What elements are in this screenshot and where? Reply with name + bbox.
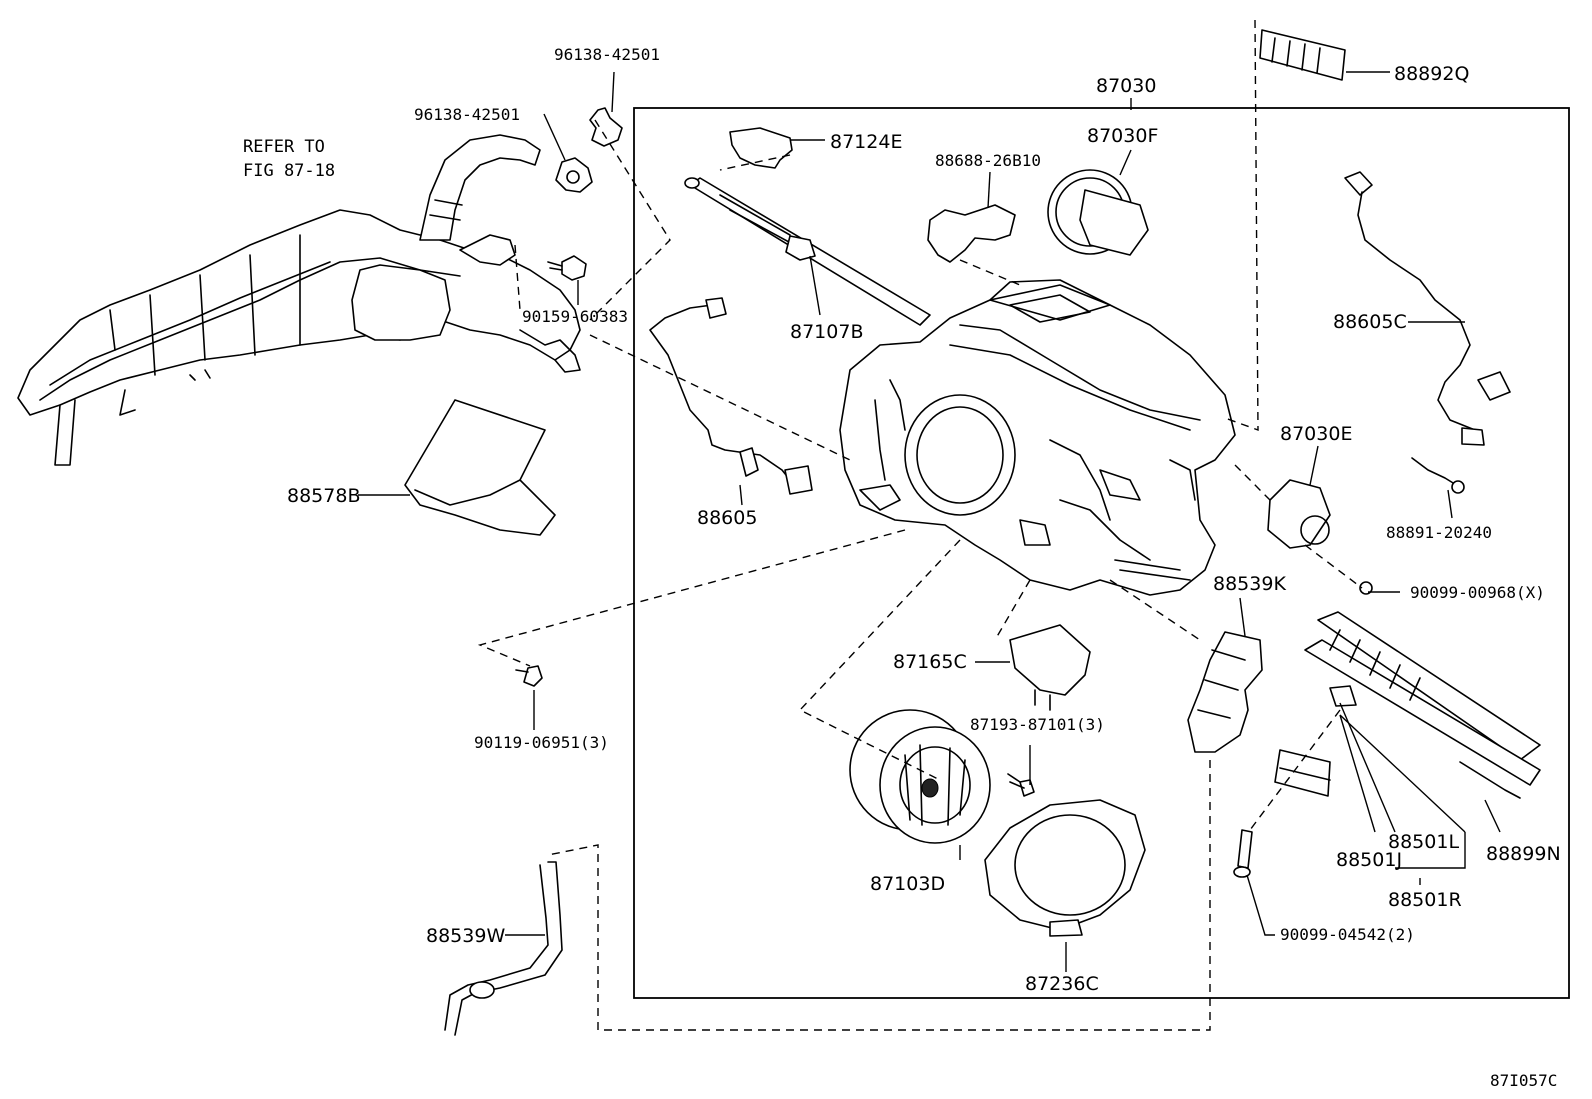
- actuator-87030e-drawing: [1267, 479, 1331, 549]
- reference-note-line-1: REFER TO: [243, 137, 325, 157]
- pad-88578b-drawing: [404, 399, 556, 536]
- screw-90099-04542-drawing: [1237, 829, 1253, 869]
- part-label[interactable]: 90119-06951(3): [474, 733, 609, 752]
- part-label[interactable]: 87165C: [893, 651, 967, 673]
- actuator-87030f-drawing: [1047, 169, 1149, 256]
- part-label[interactable]: 88578B: [287, 485, 360, 507]
- leader-lines: [358, 71, 1501, 972]
- part-label[interactable]: 96138-42501: [554, 45, 660, 64]
- harness-88605-drawing: [649, 297, 813, 495]
- part-label[interactable]: 87103D: [870, 873, 945, 895]
- resistor-87165c-drawing: [1009, 624, 1091, 696]
- evaporator-drawing: [1304, 611, 1541, 786]
- part-label[interactable]: 88899N: [1486, 843, 1561, 865]
- part-label[interactable]: 88501R: [1388, 889, 1462, 911]
- clamp-drawing: [555, 107, 623, 193]
- part-label[interactable]: 87030F: [1087, 125, 1158, 147]
- part-label[interactable]: 88501J: [1336, 849, 1402, 871]
- part-label[interactable]: 90159-60383: [522, 307, 628, 326]
- part-label[interactable]: 88688-26B10: [935, 151, 1041, 170]
- figure-code: 87I057C: [1490, 1071, 1557, 1090]
- part-88892q-drawing: [1259, 29, 1346, 81]
- part-label[interactable]: 88891-20240: [1386, 523, 1492, 542]
- blower-87103d-drawing: [849, 709, 991, 844]
- screw-90159-drawing: [547, 255, 587, 281]
- reference-note-line-2: FIG 87-18: [243, 161, 335, 181]
- guide-lines: [477, 19, 1363, 1031]
- pin-88899n-drawing: [1459, 761, 1521, 799]
- part-label[interactable]: 87107B: [790, 321, 863, 343]
- part-label[interactable]: 88539K: [1213, 573, 1286, 595]
- hvac-case-drawing: [839, 279, 1236, 596]
- ring-87236c-drawing: [984, 799, 1146, 937]
- part-label[interactable]: 88892Q: [1394, 63, 1469, 85]
- duct-88539k-drawing: [1187, 631, 1263, 753]
- duct-assembly-drawing: [17, 134, 581, 466]
- part-label[interactable]: 88605C: [1333, 311, 1407, 333]
- part-label[interactable]: 87193-87101(3): [970, 715, 1105, 734]
- part-label[interactable]: 88605: [697, 507, 757, 529]
- bracket-87124e-drawing: [729, 127, 793, 169]
- rod-87107b-drawing: [684, 177, 931, 326]
- part-label[interactable]: 96138-42501: [414, 105, 520, 124]
- part-label[interactable]: 88501L: [1388, 831, 1459, 853]
- part-label[interactable]: 87124E: [830, 131, 902, 153]
- part-label[interactable]: 88539W: [426, 925, 505, 947]
- part-label[interactable]: 87030: [1096, 75, 1156, 97]
- part-label[interactable]: 90099-04542(2): [1280, 925, 1415, 944]
- bracket-88688-drawing: [927, 204, 1016, 263]
- part-label[interactable]: 90099-00968(X): [1410, 583, 1545, 602]
- screw-90119-drawing: [523, 665, 543, 687]
- harness-88605c-drawing: [1344, 171, 1511, 446]
- pipe-88539w-drawing: [454, 861, 563, 1036]
- assembly-frame: [633, 107, 1570, 999]
- part-labels: REFER TO FIG 87-18 96138-42501 96138-425…: [243, 45, 1561, 1090]
- sensor-88891-drawing: [1411, 457, 1459, 487]
- screw-90099-00968-drawing: [1359, 581, 1373, 595]
- part-label[interactable]: 87236C: [1025, 973, 1099, 995]
- part-label[interactable]: 87030E: [1280, 423, 1352, 445]
